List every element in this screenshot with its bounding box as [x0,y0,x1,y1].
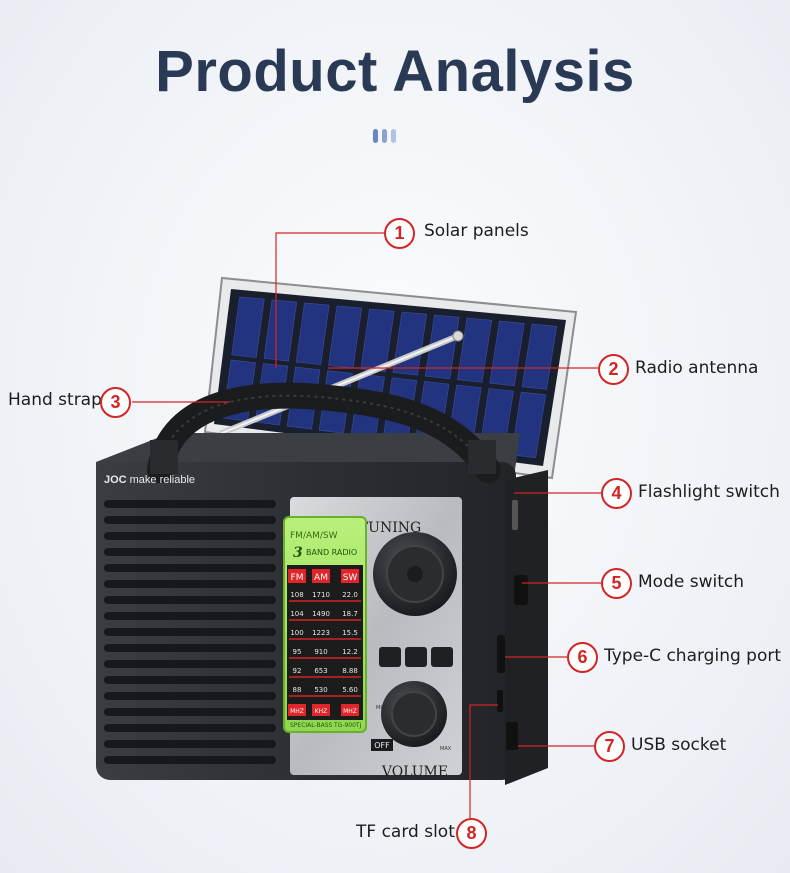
dial-scale-value: 18.7 [342,610,358,618]
dial-scale-value: 92 [293,667,302,675]
solar-cell [521,323,558,390]
dial-scale-value: 1490 [312,610,330,618]
dial-scale-value: 12.2 [342,648,358,656]
grille-slot [104,612,276,620]
display-footer-left: SPECIAL-BASS [290,722,332,729]
mode-switch [514,575,528,605]
solar-cell [360,308,395,373]
band-badge [312,569,330,583]
grille-slot [104,596,276,604]
dial-scale-value: 108 [290,591,303,599]
callout-usb-socket: USB socket [631,735,727,755]
dial-scale-value: 1223 [312,629,330,637]
dial-scale-value: 88 [293,686,302,694]
brand-logo: JOC [104,474,127,486]
speaker-grille [104,500,276,764]
volume-label: VOLUME [381,764,448,780]
callout-2-number: 2 [598,354,629,385]
unit-label: MHZ [343,708,357,715]
band-badge [341,569,359,583]
grille-slot [104,532,276,540]
grille-slot [104,676,276,684]
control-buttons [379,647,453,667]
band-label: FM [291,573,304,583]
dial-scale-value: 8.88 [342,667,358,675]
callout-1-number: 1 [384,218,415,249]
solar-cell [295,302,330,365]
grille-slot [104,724,276,732]
dial-scale-value: 15.5 [342,629,358,637]
unit-badge [341,704,359,716]
dial-scale-value: 910 [314,648,327,656]
dial-scale-value: 100 [290,629,303,637]
callout-tf-card-slot: TF card slot [356,822,455,842]
display-band-text: BAND RADIO [306,548,357,557]
grille-slot [104,756,276,764]
grille-slot [104,628,276,636]
display-band-count: 3 [293,545,303,561]
solar-cell [457,317,493,383]
callout-6-number: 6 [567,642,598,673]
unit-label: KHZ [315,708,328,715]
callout-8-number: 8 [456,818,487,849]
off-label: OFF [374,741,390,750]
grille-slot [104,644,276,652]
band-label: SW [343,573,358,583]
min-label: MIN [376,705,386,711]
grille-slot [104,708,276,716]
grille-slot [104,564,276,572]
solar-cell [424,314,460,380]
grille-slot [104,500,276,508]
volume-knob [381,681,447,747]
callout-4-number: 4 [601,478,632,509]
solar-cell [489,320,525,387]
dial-scale-value: 104 [290,610,304,618]
band-badge [288,569,306,583]
grille-slot [104,740,276,748]
callout-solar-panels: Solar panels [424,221,529,241]
tf-card-slot [497,690,503,712]
solar-cell [263,299,298,362]
tuning-label: TUNING [359,520,421,536]
callout-5-number: 5 [601,568,632,599]
dial-scale-value: 22.0 [342,591,358,599]
callout-hand-strap: Hand strap [8,390,102,410]
antenna [219,330,464,436]
grille-slot [104,548,276,556]
band-label: AM [314,573,328,583]
callout-flashlight-switch: Flashlight switch [638,482,780,502]
type-c-port [497,635,505,673]
grille-slot [104,580,276,588]
callout-mode-switch: Mode switch [638,572,744,592]
grille-slot [104,692,276,700]
display-header: FM/AM/SW [290,531,338,541]
grille-slot [104,516,276,524]
unit-badge [288,704,306,716]
display-footer-right: TG-900TJ [333,722,362,729]
dial-scale-value: 653 [314,667,327,675]
dial-scale-value: 530 [314,686,327,694]
callout-radio-antenna: Radio antenna [635,358,759,378]
brand-tagline: make reliable [130,474,195,486]
title-divider-dots [373,129,396,143]
callout-type-c-charging-port: Type-C charging port [604,646,782,666]
grille-slot [104,660,276,668]
tuning-knob [373,532,457,616]
page-title: Product Analysis [155,39,635,104]
max-label: MAX [440,746,452,752]
callout-7-number: 7 [594,731,625,762]
dial-scale-value: 95 [293,648,302,656]
hand-strap [147,382,501,483]
usb-socket [506,722,518,750]
dial-scale-value: 5.60 [342,686,358,694]
unit-badge [312,704,330,716]
unit-label: MHZ [290,708,304,715]
callout-leader-lines [132,232,601,818]
solar-cell [231,296,265,358]
dial-scale-value: 1710 [312,591,330,599]
callout-3-number: 3 [100,387,131,418]
